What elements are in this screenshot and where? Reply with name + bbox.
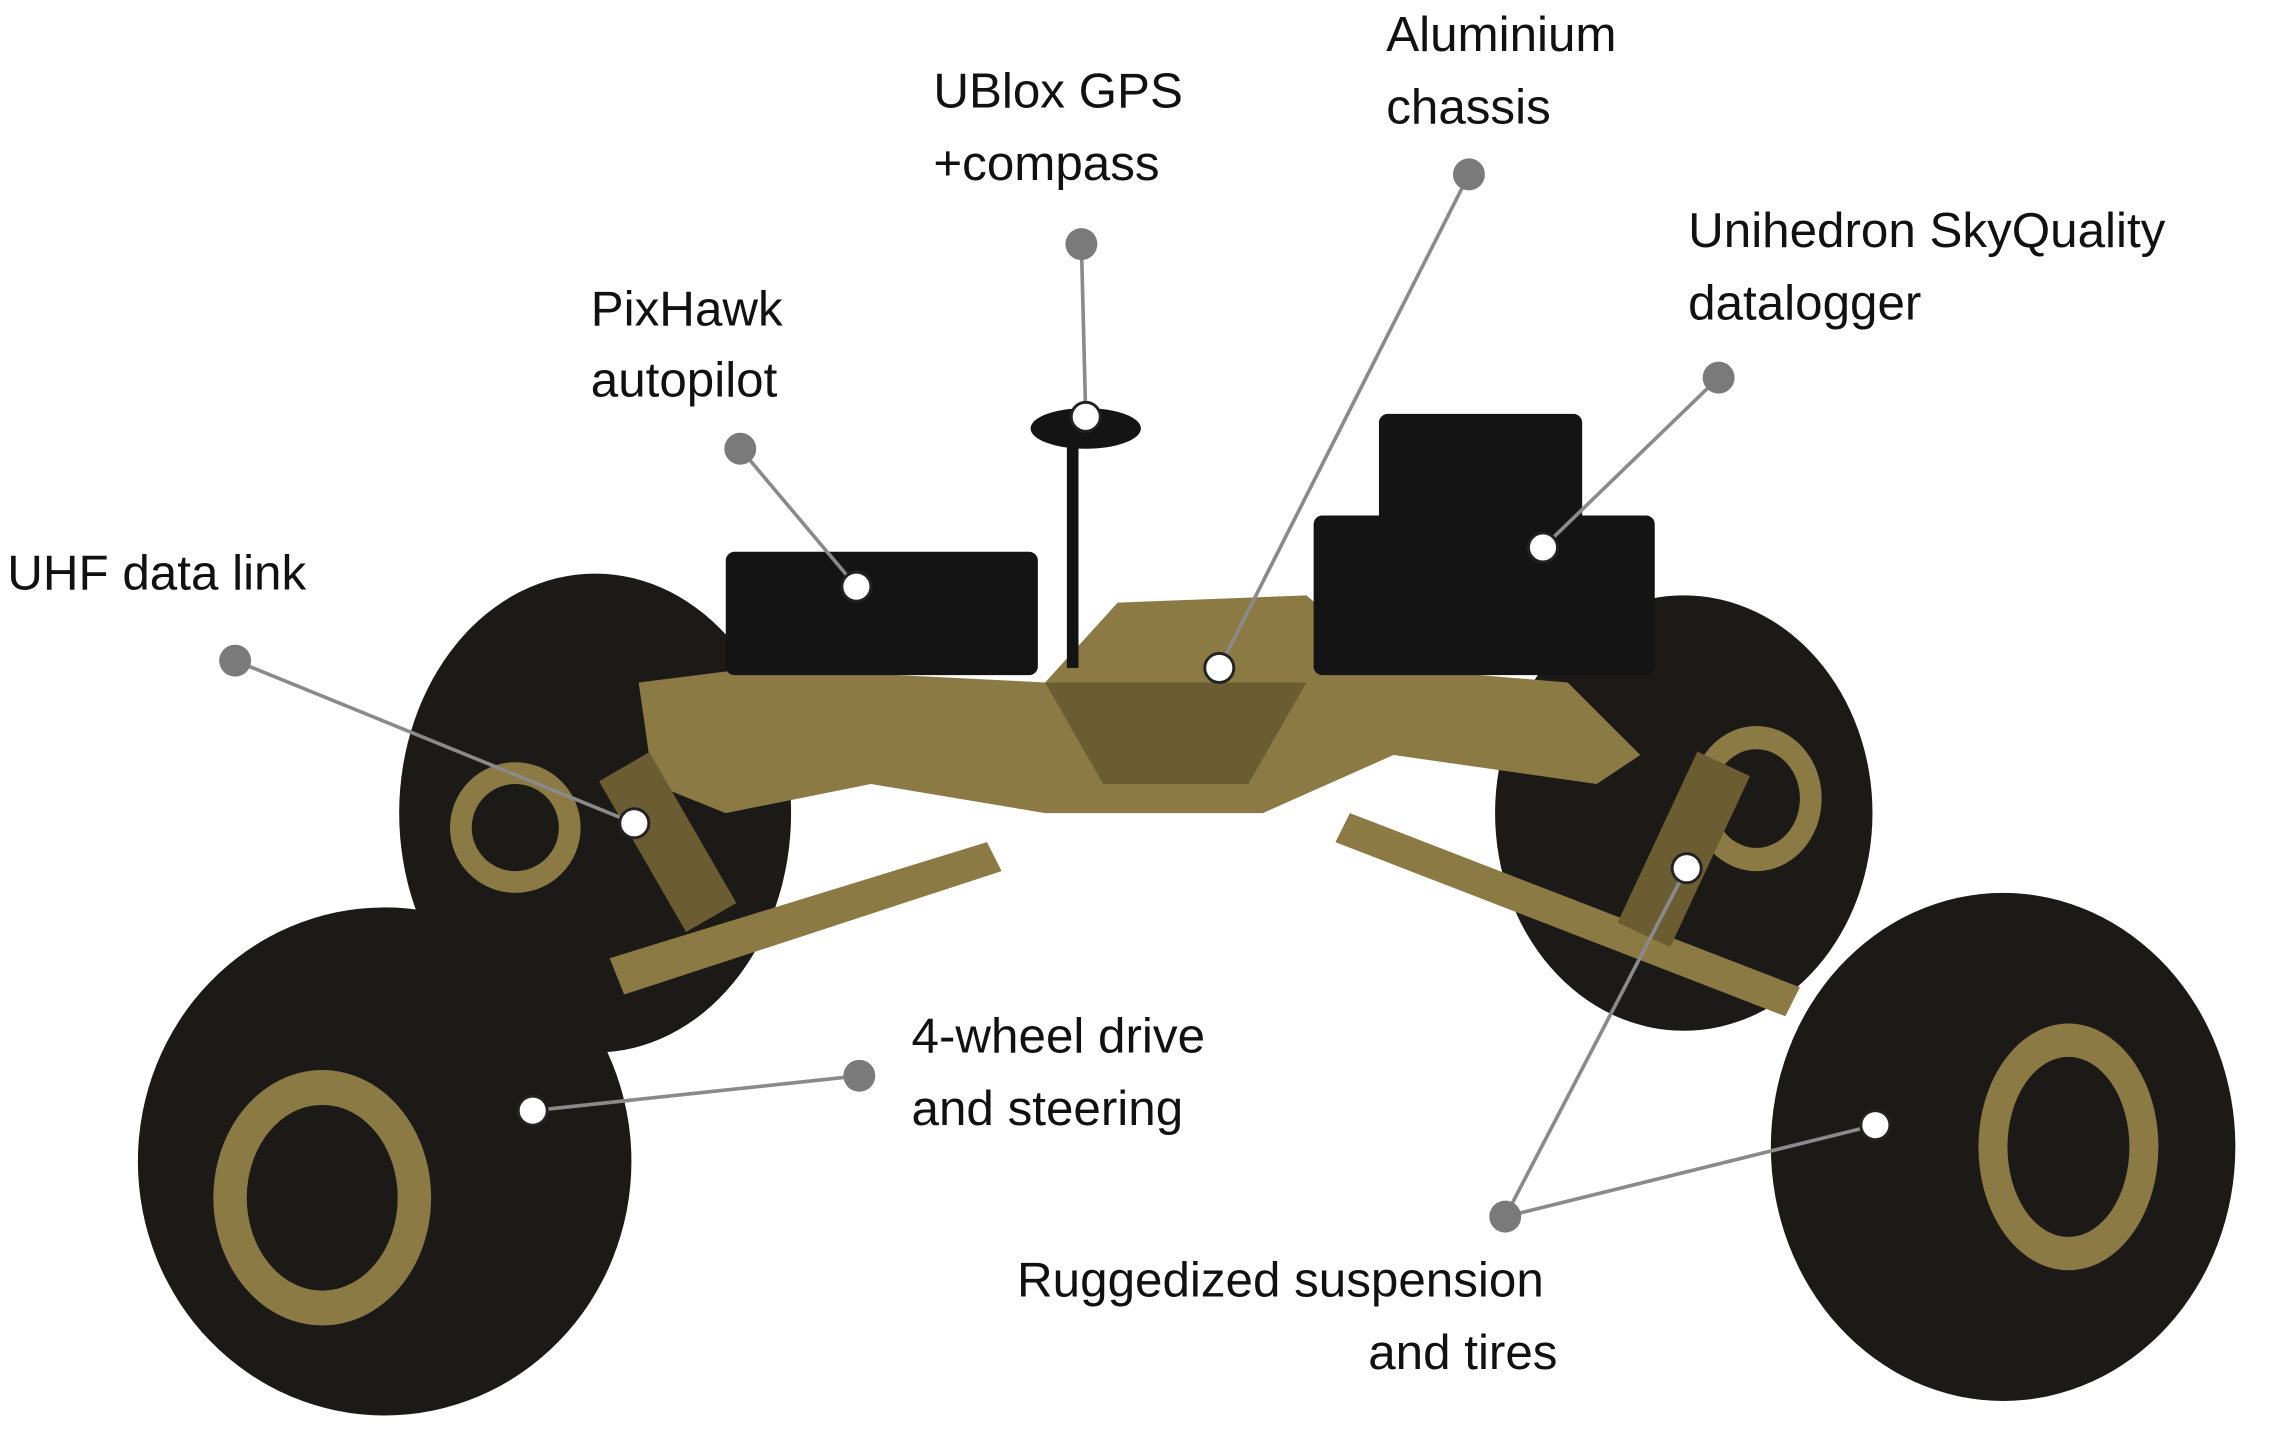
chassis-cross bbox=[1045, 682, 1307, 785]
front-right-hub bbox=[2007, 1056, 2130, 1237]
tires-leader bbox=[1504, 1123, 1876, 1219]
drive-anchor-dot bbox=[843, 1059, 876, 1092]
label-gps: UBlox GPS +compass bbox=[933, 64, 1196, 192]
label-pixhawk: PixHawk autopilot bbox=[591, 281, 797, 407]
tires-target-dot bbox=[1859, 1109, 1892, 1142]
gps-mast bbox=[1066, 435, 1079, 668]
gps-anchor-dot bbox=[1065, 228, 1098, 261]
skyquality-leader bbox=[1541, 376, 1720, 549]
uhf-leader bbox=[234, 658, 636, 825]
front-left-hub bbox=[246, 1104, 398, 1291]
chassis-leader bbox=[1217, 173, 1471, 669]
datalogger-box bbox=[1313, 515, 1655, 676]
label-skyquality: Unihedron SkyQuality datalogger bbox=[1688, 203, 2179, 331]
drive-leader bbox=[532, 1073, 860, 1113]
drive-target-dot bbox=[516, 1094, 549, 1127]
gps-leader bbox=[1079, 244, 1088, 417]
uhf-target-dot bbox=[618, 807, 651, 840]
label-chassis: Aluminium chassis bbox=[1386, 7, 1630, 135]
suspension-leader bbox=[1503, 867, 1689, 1218]
pixhawk-target-dot bbox=[840, 570, 873, 603]
leader-dots bbox=[219, 158, 1892, 1233]
suspension-anchor-dot bbox=[1489, 1200, 1522, 1233]
rear-left-hub bbox=[471, 784, 559, 872]
chassis-target-dot bbox=[1203, 651, 1236, 684]
pixhawk-anchor-dot bbox=[724, 432, 757, 465]
datalogger-top bbox=[1378, 413, 1583, 531]
suspension-link-left bbox=[609, 842, 1002, 995]
leader-lines bbox=[234, 173, 1876, 1219]
label-suspension: Ruggedized suspension and tires bbox=[1017, 1252, 1557, 1380]
label-drive: 4-wheel drive and steering bbox=[912, 1009, 1219, 1137]
suspension-link-right bbox=[1335, 813, 1800, 1017]
pixhawk-leader bbox=[738, 447, 858, 588]
label-uhf: UHF data link bbox=[7, 546, 306, 601]
shock-left bbox=[599, 752, 737, 933]
gps-target-dot bbox=[1069, 400, 1102, 433]
shock-right bbox=[1617, 751, 1750, 948]
skyquality-target-dot bbox=[1527, 531, 1559, 564]
uhf-anchor-dot bbox=[219, 644, 252, 677]
rover-illustration bbox=[137, 408, 2236, 1416]
electronics-box bbox=[725, 551, 1038, 676]
chassis-anchor-dot bbox=[1452, 158, 1485, 191]
skyquality-anchor-dot bbox=[1702, 361, 1735, 394]
suspension-target-dot bbox=[1670, 852, 1703, 885]
